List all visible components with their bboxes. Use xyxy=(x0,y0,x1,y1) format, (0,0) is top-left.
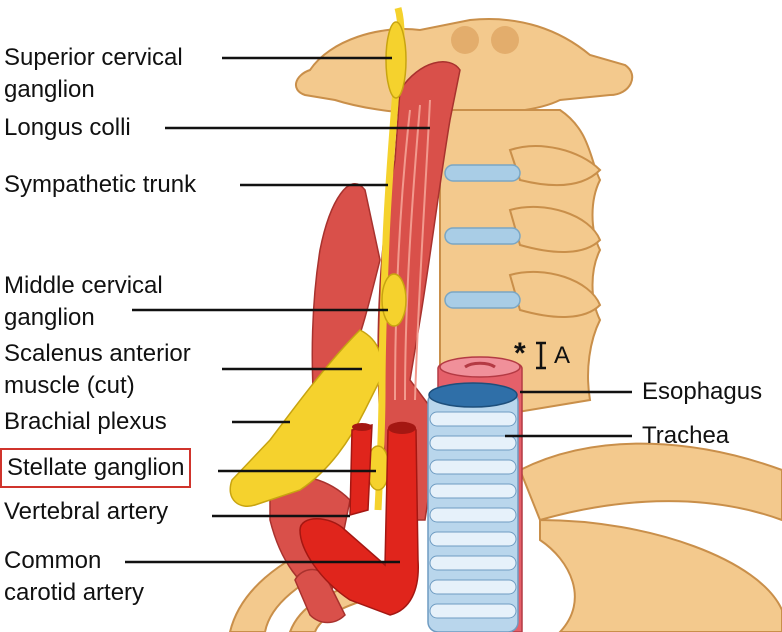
label-longus-colli: Longus colli xyxy=(4,114,131,141)
atlas-hole-right xyxy=(491,26,519,54)
disc-3 xyxy=(444,291,521,309)
a-bracket xyxy=(536,341,546,370)
longus-colli-striation xyxy=(394,99,431,401)
label-esophagus: Esophagus xyxy=(642,378,763,405)
trachea-opening xyxy=(428,382,518,408)
transverse-process-3 xyxy=(508,270,602,318)
atlas-hole-left xyxy=(451,26,479,54)
esophagus-opening xyxy=(439,356,521,378)
transverse-process-2 xyxy=(508,205,602,253)
label-common-carotid-artery: Common carotid artery xyxy=(4,547,145,606)
label-scalenus-anterior: Scalenus anterior muscle (cut) xyxy=(4,340,191,399)
rib-right xyxy=(539,518,782,632)
clavicle-right xyxy=(518,442,782,522)
muscle-cut-lower xyxy=(294,568,346,624)
carotid-opening xyxy=(388,422,416,434)
disc-1 xyxy=(444,164,521,182)
label-superior-cervical-ganglion: Superior cervical ganglion xyxy=(4,44,183,103)
transverse-process-1 xyxy=(508,145,602,187)
vertebral-column xyxy=(439,109,602,421)
vertebral-opening xyxy=(352,423,372,431)
label-trachea: Trachea xyxy=(642,422,730,449)
trachea-rings xyxy=(429,411,517,619)
asterisk-marker: * xyxy=(514,337,526,370)
a-marker-label: A xyxy=(554,342,571,369)
disc-2 xyxy=(444,227,521,245)
superior-cervical-ganglion-shape xyxy=(385,21,407,99)
esophagus-lumen xyxy=(464,361,496,369)
atlas-vertebra xyxy=(295,18,634,117)
label-brachial-plexus: Brachial plexus xyxy=(4,408,167,435)
middle-cervical-ganglion-shape xyxy=(381,273,407,327)
label-middle-cervical-ganglion: Middle cervical ganglion xyxy=(4,272,163,331)
label-stellate-ganglion: Stellate ganglion xyxy=(0,448,192,488)
label-vertebral-artery: Vertebral artery xyxy=(4,498,169,525)
label-sympathetic-trunk: Sympathetic trunk xyxy=(4,171,197,198)
